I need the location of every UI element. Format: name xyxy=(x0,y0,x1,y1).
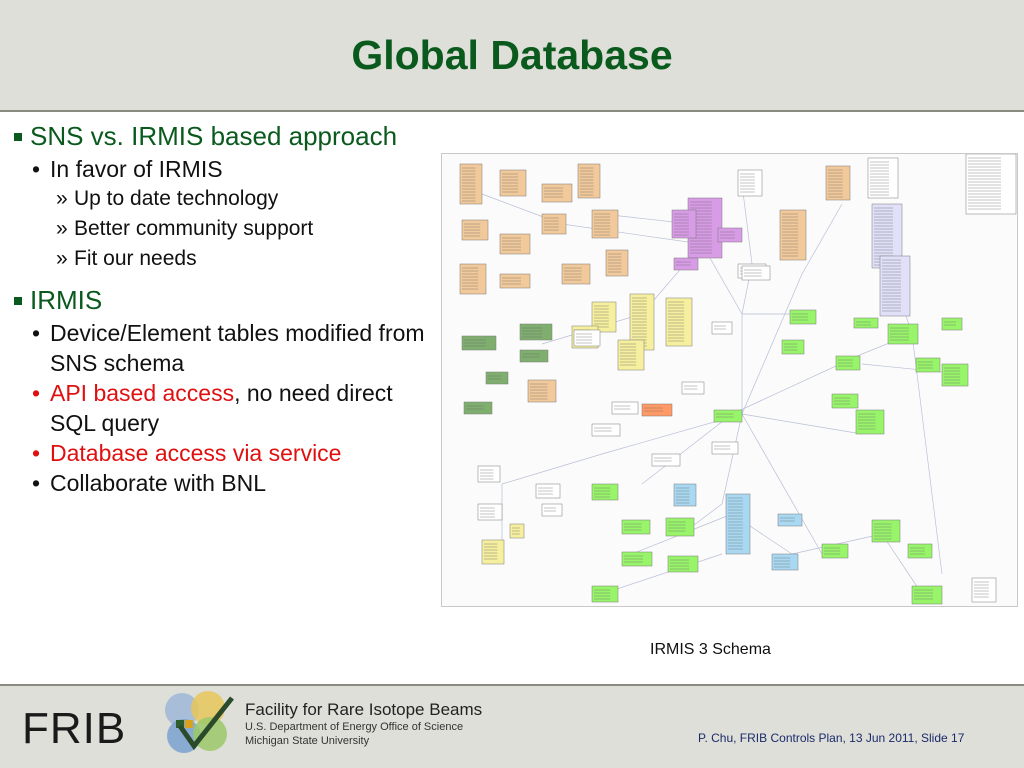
schema-table-box xyxy=(591,585,619,603)
schema-table-box xyxy=(477,503,503,521)
frib-emblem-icon xyxy=(165,691,234,753)
schema-table-box xyxy=(667,555,699,573)
raquo-bullet-icon: » xyxy=(56,187,68,210)
schema-table-box xyxy=(459,263,487,295)
dot-bullet-icon: • xyxy=(32,380,41,406)
schema-table-box xyxy=(853,317,879,329)
schema-table-box xyxy=(527,379,557,403)
schema-table-box xyxy=(477,465,501,483)
bullet-l3: » Better community support xyxy=(14,214,434,244)
bullet-l2: • Collaborate with BNL xyxy=(14,468,434,498)
slide-credit: P. Chu, FRIB Controls Plan, 13 Jun 2011,… xyxy=(698,731,965,745)
bullet-l1: SNS vs. IRMIS based approach xyxy=(14,120,434,152)
schema-table-box xyxy=(713,409,743,423)
schema-table-box xyxy=(711,321,733,335)
schema-table-box xyxy=(541,503,563,517)
bullet-l2: • Device/Element tables modified from SNS… xyxy=(14,318,434,378)
schema-table-box xyxy=(867,157,899,199)
org-line-2: U.S. Department of Energy Office of Scie… xyxy=(245,721,464,733)
dot-bullet-icon: • xyxy=(32,440,41,466)
schema-table-box xyxy=(641,403,673,417)
schema-table-box xyxy=(971,577,997,603)
bullet-l2: • In favor of IRMIS xyxy=(14,154,434,184)
schema-table-box xyxy=(871,519,901,543)
schema-table-box xyxy=(573,329,601,347)
schema-table-box xyxy=(665,517,695,537)
org-name: Facility for Rare Isotope Beams xyxy=(245,700,483,719)
footer-band xyxy=(0,684,1024,768)
schema-table-box xyxy=(481,539,505,565)
schema-table-box xyxy=(777,513,803,527)
schema-table-box xyxy=(519,323,553,341)
bullet-text: Collaborate with BNL xyxy=(50,470,267,496)
schema-table-box xyxy=(673,257,699,271)
bullet-l3: » Up to date technology xyxy=(14,184,434,214)
bullet-l2: • Database access via service xyxy=(14,438,434,468)
schema-caption: IRMIS 3 Schema xyxy=(650,641,771,658)
dot-bullet-icon: • xyxy=(32,470,41,496)
frib-logo-text: FRIB xyxy=(22,704,127,753)
bullet-text-highlight: API based access xyxy=(50,380,235,406)
bullet-text: SNS vs. IRMIS based approach xyxy=(30,121,398,151)
bullet-text: Up to date technology xyxy=(74,187,279,210)
schema-table-box xyxy=(825,165,851,201)
schema-table-box xyxy=(541,183,573,203)
schema-table-box xyxy=(771,553,799,571)
schema-table-box xyxy=(941,317,963,331)
page-title: Global Database xyxy=(351,32,673,78)
schema-table-box xyxy=(591,209,619,239)
schema-diagram-image xyxy=(441,153,1018,607)
schema-table-box xyxy=(681,381,705,395)
schema-table-box xyxy=(671,209,697,239)
bullet-list: SNS vs. IRMIS based approach • In favor o… xyxy=(14,120,434,498)
dot-bullet-icon: • xyxy=(32,320,41,346)
org-line-3: Michigan State University xyxy=(245,735,370,747)
header-divider xyxy=(0,110,1024,112)
schema-table-box xyxy=(519,349,549,363)
footer-divider xyxy=(0,684,1024,686)
bullet-l1: IRMIS xyxy=(14,284,434,316)
schema-table-box xyxy=(611,401,639,415)
bullet-l2: • API based access, no need direct SQL qu… xyxy=(14,378,434,438)
square-bullet-icon xyxy=(14,133,22,141)
schema-table-box xyxy=(965,154,1017,215)
bullet-text-highlight: Database access via service xyxy=(50,440,342,466)
schema-table-box xyxy=(617,339,645,371)
bullet-text: Device/Element tables modified from SNS … xyxy=(50,320,425,376)
schema-table-box xyxy=(651,453,681,467)
bullet-text: , no need direct SQL query xyxy=(50,380,393,436)
bullet-text: IRMIS xyxy=(30,285,103,315)
square-bullet-icon xyxy=(14,297,22,305)
schema-table-box xyxy=(879,255,911,317)
schema-table-box xyxy=(855,409,885,435)
header-band xyxy=(0,0,1024,110)
raquo-bullet-icon: » xyxy=(56,247,68,270)
schema-table-box xyxy=(591,423,621,437)
schema-table-box xyxy=(725,493,751,555)
bullet-l3: » Fit our needs xyxy=(14,244,434,274)
schema-table-box xyxy=(591,483,619,501)
bullet-text: Better community support xyxy=(74,217,314,240)
schema-table-box xyxy=(485,371,509,385)
schema-table-box xyxy=(711,441,739,455)
schema-table-box xyxy=(463,401,493,415)
schema-table-box xyxy=(577,163,601,199)
schema-table-box xyxy=(665,297,693,347)
bullet-text: Fit our needs xyxy=(74,247,197,270)
dot-bullet-icon: • xyxy=(32,156,41,182)
schema-table-box xyxy=(673,483,697,507)
raquo-bullet-icon: » xyxy=(56,217,68,240)
schema-table-box xyxy=(911,585,943,605)
schema-table-box xyxy=(941,363,969,387)
bullet-text: In favor of IRMIS xyxy=(50,156,223,182)
